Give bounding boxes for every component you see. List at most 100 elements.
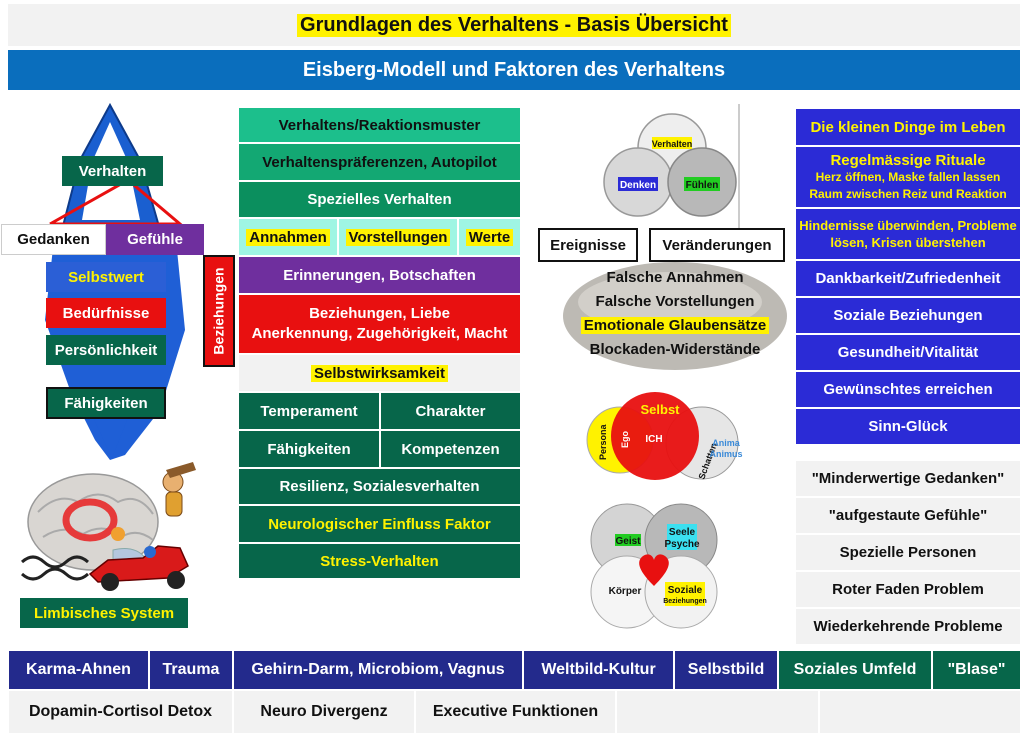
faehigkeiten-cell: Fähigkeiten <box>238 430 380 468</box>
car-wheel-rear-icon <box>167 571 185 589</box>
soziale-text: Soziale <box>668 585 703 596</box>
bottom-gehirn-darm: Gehirn-Darm, Microbiom, Vagnus <box>233 650 523 690</box>
caveman-club-icon <box>166 462 196 478</box>
bottom-empty-2 <box>819 690 1021 734</box>
right-item-3: Hindernisse überwinden, Probleme lösen, … <box>795 208 1021 260</box>
right-item-gesundheit: Gesundheit/Vitalität <box>795 334 1021 371</box>
iceberg-top-label: Verhalten <box>62 156 163 186</box>
limbic-ring <box>62 498 118 542</box>
seele-bg <box>667 524 697 550</box>
bottom-dopamin: Dopamin-Cortisol Detox <box>8 690 233 734</box>
psyche-text: Psyche <box>664 539 699 550</box>
geist-text: Geist <box>615 536 641 547</box>
venn-divider-line <box>738 104 740 244</box>
driver-helmet-icon <box>144 546 156 558</box>
grey-item-1: "Minderwertige Gedanken" <box>795 460 1021 497</box>
bottom-neuro-divergenz: Neuro Divergenz <box>233 690 415 734</box>
bottom-selbstbild: Selbstbild <box>674 650 778 690</box>
faehigkeiten-box: Fähigkeiten <box>46 387 166 419</box>
selbst-text: Selbst <box>640 402 680 417</box>
persona-text: Persona <box>598 423 608 460</box>
caveman-body-icon <box>165 491 183 517</box>
grey-item-3: Spezielle Personen <box>795 534 1021 571</box>
rituale-line-1: Herz öffnen, Maske fallen lassen <box>815 169 1001 184</box>
dna-icon <box>20 555 90 581</box>
beziehungen-line-1: Beziehungen, Liebe <box>309 305 450 322</box>
race-car-icon <box>88 545 189 583</box>
grey-item-2: "aufgestaute Gefühle" <box>795 497 1021 534</box>
page-title: Grundlagen des Verhaltens - Basis Übersi… <box>297 13 731 37</box>
animus-text: Animus <box>709 449 742 459</box>
beziehungen-side-label: Beziehungen <box>203 255 235 367</box>
brain-illustration <box>20 462 196 591</box>
hindernisse-line-1: Hindernisse überwinden, Probleme <box>799 218 1017 233</box>
center-row-5: Erinnerungen, Botschaften <box>238 256 521 294</box>
stone-line-1: Falsche Annahmen <box>606 269 744 286</box>
bottom-blase: "Blase" <box>932 650 1021 690</box>
veraenderungen-box: Veränderungen <box>649 228 785 262</box>
bottom-trauma: Trauma <box>149 650 233 690</box>
center-row-12: Stress-Verhalten <box>238 543 521 579</box>
ich-text: ICH <box>645 434 662 445</box>
venn-geist-seele: Geist Seele Psyche Körper Soziale Bezieh… <box>590 503 718 629</box>
vorstellungen-label: Vorstellungen <box>345 228 451 246</box>
kleine-dinge-label: Die kleinen Dinge im Leben <box>810 118 1006 136</box>
selbstwert-box: Selbstwert <box>46 262 166 292</box>
subtitle-bar: Eisberg-Modell und Faktoren des Verhalte… <box>8 50 1020 90</box>
ego-text: Ego <box>620 430 630 448</box>
persoenlichkeit-box: Persönlichkeit <box>46 335 166 365</box>
bottom-karma: Karma-Ahnen <box>8 650 149 690</box>
charakter-cell: Charakter <box>380 392 521 430</box>
ereignisse-box: Ereignisse <box>538 228 638 262</box>
right-item-gewuenschtes: Gewünschtes erreichen <box>795 371 1021 408</box>
car-wheel-front-icon <box>101 573 119 591</box>
right-item-2: Regelmässige Rituale Herz öffnen, Maske … <box>795 146 1021 208</box>
annahmen-label: Annahmen <box>246 228 330 246</box>
center-row-7: Selbstwirksamkeit <box>238 354 521 392</box>
selbstwert-label: Selbstwert <box>68 268 144 286</box>
brain-fold-1 <box>37 493 154 515</box>
selbstwirksamkeit-label: Selbstwirksamkeit <box>311 364 448 382</box>
venn1-right-bg <box>684 177 720 191</box>
limbic-system-text: Limbisches System <box>33 604 175 622</box>
center-row-2: Verhaltenspräferenzen, Autopilot <box>238 143 521 181</box>
selbst-circle <box>611 392 699 480</box>
beziehungen-side-text: Beziehungen <box>211 267 227 355</box>
grey-item-4: Roter Faden Problem <box>795 571 1021 608</box>
bottom-weltbild: Weltbild-Kultur <box>523 650 674 690</box>
amygdala-spot <box>111 527 125 541</box>
seele-text: Seele <box>669 527 696 538</box>
right-item-soziale: Soziale Beziehungen <box>795 297 1021 334</box>
beziehungen-line-2: Anerkennung, Zugehörigkeit, Macht <box>251 325 508 342</box>
grey-item-5: Wiederkehrende Probleme <box>795 608 1021 645</box>
iceberg-right-label: Gefühle <box>106 224 204 255</box>
kompetenzen-cell: Kompetenzen <box>380 430 521 468</box>
stone-text-block: Falsche Annahmen Falsche Vorstellungen E… <box>570 266 780 362</box>
geist-bg <box>615 534 641 546</box>
koerper-text: Körper <box>609 586 642 597</box>
center-row-10: Resilienz, Sozialesverhalten <box>238 468 521 505</box>
venn-selbst: Selbst ICH Persona Ego Schatten Anima An… <box>586 392 743 481</box>
right-item-dankbarkeit: Dankbarkeit/Zufriedenheit <box>795 260 1021 297</box>
soziale-bg <box>665 582 705 606</box>
rituale-title: Regelmässige Rituale <box>830 151 986 169</box>
venn-verhalten: Verhalten Denken Fühlen <box>603 113 737 217</box>
hindernisse-line-2: lösen, Krisen überstehen <box>830 235 986 250</box>
center-row-11: Neurologischer Einfluss Faktor <box>238 505 521 543</box>
venn1-right-text: Fühlen <box>686 180 719 191</box>
center-row-6: Beziehungen, Liebe Anerkennung, Zugehöri… <box>238 294 521 354</box>
venn1-top-bg <box>652 137 692 149</box>
brain-fold-2 <box>42 527 154 541</box>
limbic-system-label: Limbisches System <box>20 598 188 628</box>
iceberg-left-label: Gedanken <box>1 224 106 255</box>
stone-line-3: Emotionale Glaubensätze <box>570 314 780 338</box>
venn1-left-text: Denken <box>620 180 656 191</box>
right-item-sinn: Sinn-Glück <box>795 408 1021 445</box>
heart-icon <box>639 554 669 586</box>
stone-line-4: Blockaden-Widerstände <box>589 341 761 358</box>
center-row-4c: Werte <box>458 218 521 256</box>
werte-label: Werte <box>465 228 514 246</box>
temperament-cell: Temperament <box>238 392 380 430</box>
emotionale-glaubensaetze-label: Emotionale Glaubensätze <box>580 317 770 334</box>
stone-line-2: Falsche Vorstellungen <box>595 293 755 310</box>
